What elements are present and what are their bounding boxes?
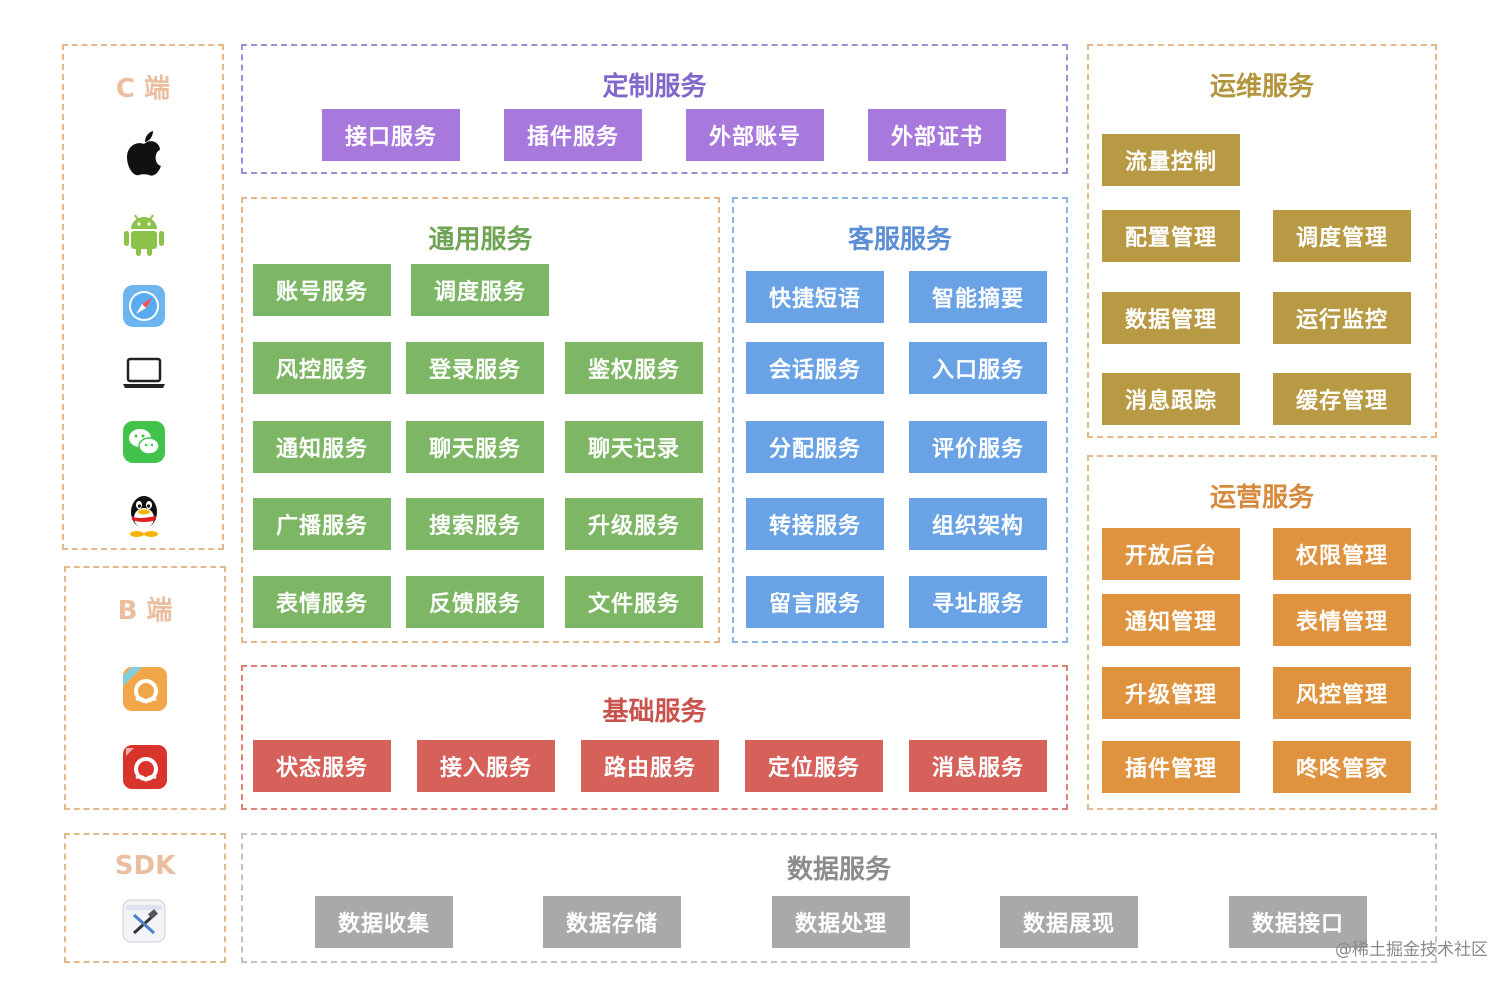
customer-service-item[interactable]: 智能摘要 <box>909 271 1047 323</box>
basic-service-item[interactable]: 定位服务 <box>745 740 883 792</box>
client-app-red-icon[interactable] <box>122 744 168 790</box>
safari-icon[interactable] <box>122 284 166 328</box>
general-service-item[interactable]: 聊天服务 <box>406 421 544 473</box>
client-b-panel: B 端 <box>64 566 226 810</box>
data-services-title: 数据服务 <box>786 855 891 885</box>
custom-service-item[interactable]: 接口服务 <box>322 109 460 161</box>
data-service-item[interactable]: 数据存储 <box>543 896 681 948</box>
general-service-item[interactable]: 调度服务 <box>411 264 549 316</box>
operate-service-item[interactable]: 插件管理 <box>1102 741 1240 793</box>
ops-service-item[interactable]: 流量控制 <box>1102 134 1240 186</box>
customer-service-item[interactable]: 快捷短语 <box>746 271 884 323</box>
customer-services-title: 客服服务 <box>847 225 952 255</box>
customer-service-item[interactable]: 留言服务 <box>746 576 884 628</box>
customer-service-item[interactable]: 转接服务 <box>746 498 884 550</box>
customer-service-item[interactable]: 评价服务 <box>909 421 1047 473</box>
operate-service-item[interactable]: 咚咚管家 <box>1273 741 1411 793</box>
basic-service-item[interactable]: 接入服务 <box>417 740 555 792</box>
ops-service-item[interactable]: 运行监控 <box>1273 292 1411 344</box>
data-service-item[interactable]: 数据接口 <box>1229 896 1367 948</box>
client-app-icon[interactable] <box>122 666 168 712</box>
basic-services-panel: 基础服务 状态服务 接入服务 路由服务 定位服务 消息服务 <box>241 665 1068 810</box>
data-services-panel: 数据服务 数据收集 数据存储 数据处理 数据展现 数据接口 <box>241 833 1437 963</box>
ops-service-item[interactable]: 消息跟踪 <box>1102 373 1240 425</box>
operate-service-item[interactable]: 表情管理 <box>1273 594 1411 646</box>
general-service-item[interactable]: 登录服务 <box>406 342 544 394</box>
client-b-title: B 端 <box>117 596 173 626</box>
watermark: @稀土掘金技术社区 <box>1335 940 1488 960</box>
customer-service-item[interactable]: 寻址服务 <box>909 576 1047 628</box>
operate-service-item[interactable]: 风控管理 <box>1273 667 1411 719</box>
data-service-item[interactable]: 数据收集 <box>315 896 453 948</box>
ops-service-item[interactable]: 调度管理 <box>1273 210 1411 262</box>
wechat-icon[interactable] <box>122 420 166 464</box>
customer-service-item[interactable]: 分配服务 <box>746 421 884 473</box>
operate-service-item[interactable]: 权限管理 <box>1273 528 1411 580</box>
ops-service-item[interactable]: 缓存管理 <box>1273 373 1411 425</box>
custom-service-item[interactable]: 插件服务 <box>504 109 642 161</box>
basic-service-item[interactable]: 状态服务 <box>253 740 391 792</box>
apple-icon[interactable] <box>124 130 164 178</box>
custom-service-item[interactable]: 外部证书 <box>868 109 1006 161</box>
customer-service-item[interactable]: 组织架构 <box>909 498 1047 550</box>
general-service-item[interactable]: 聊天记录 <box>565 421 703 473</box>
android-icon[interactable] <box>123 211 165 257</box>
general-service-item[interactable]: 账号服务 <box>253 264 391 316</box>
custom-services-panel: 定制服务 接口服务 插件服务 外部账号 外部证书 <box>241 44 1068 174</box>
operate-service-item[interactable]: 升级管理 <box>1102 667 1240 719</box>
sdk-panel: SDK <box>64 833 226 963</box>
operate-services-title: 运营服务 <box>1209 483 1314 513</box>
laptop-icon[interactable] <box>122 356 166 390</box>
sdk-title: SDK <box>114 851 176 881</box>
general-service-item[interactable]: 鉴权服务 <box>565 342 703 394</box>
data-service-item[interactable]: 数据处理 <box>772 896 910 948</box>
customer-service-item[interactable]: 会话服务 <box>746 342 884 394</box>
data-service-item[interactable]: 数据展现 <box>1000 896 1138 948</box>
custom-services-title: 定制服务 <box>602 72 707 102</box>
general-service-item[interactable]: 表情服务 <box>253 576 391 628</box>
xcode-icon[interactable] <box>122 899 166 943</box>
general-service-item[interactable]: 反馈服务 <box>406 576 544 628</box>
operate-services-panel: 运营服务 开放后台 权限管理 通知管理 表情管理 升级管理 风控管理 插件管理 … <box>1087 455 1437 810</box>
ops-services-title: 运维服务 <box>1209 72 1314 102</box>
general-services-panel: 通用服务 账号服务 调度服务 风控服务 登录服务 鉴权服务 通知服务 聊天服务 … <box>241 197 720 643</box>
ops-service-item[interactable]: 数据管理 <box>1102 292 1240 344</box>
basic-services-title: 基础服务 <box>602 697 707 727</box>
basic-service-item[interactable]: 消息服务 <box>909 740 1047 792</box>
general-services-title: 通用服务 <box>428 225 533 255</box>
general-service-item[interactable]: 升级服务 <box>565 498 703 550</box>
general-service-item[interactable]: 广播服务 <box>253 498 391 550</box>
customer-service-item[interactable]: 入口服务 <box>909 342 1047 394</box>
ops-service-item[interactable]: 配置管理 <box>1102 210 1240 262</box>
client-c-title: C 端 <box>115 74 171 104</box>
customer-services-panel: 客服服务 快捷短语 智能摘要 会话服务 入口服务 分配服务 评价服务 转接服务 … <box>732 197 1068 643</box>
general-service-item[interactable]: 搜索服务 <box>406 498 544 550</box>
operate-service-item[interactable]: 通知管理 <box>1102 594 1240 646</box>
general-service-item[interactable]: 通知服务 <box>253 421 391 473</box>
general-service-item[interactable]: 风控服务 <box>253 342 391 394</box>
operate-service-item[interactable]: 开放后台 <box>1102 528 1240 580</box>
basic-service-item[interactable]: 路由服务 <box>581 740 719 792</box>
general-service-item[interactable]: 文件服务 <box>565 576 703 628</box>
qq-icon[interactable] <box>124 492 164 538</box>
ops-services-panel: 运维服务 流量控制 配置管理 调度管理 数据管理 运行监控 消息跟踪 缓存管理 <box>1087 44 1437 438</box>
client-c-panel: C 端 <box>62 44 224 550</box>
custom-service-item[interactable]: 外部账号 <box>686 109 824 161</box>
